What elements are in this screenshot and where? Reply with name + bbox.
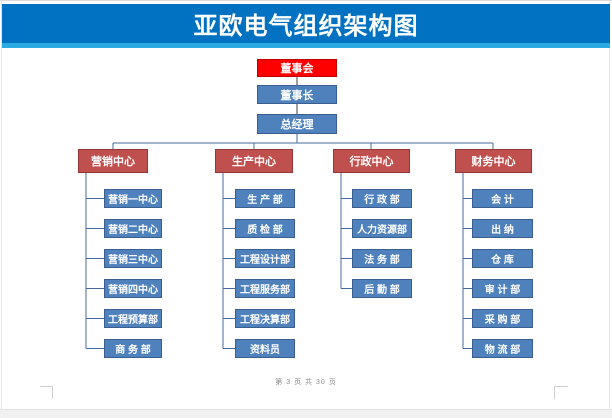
page-title: 亚欧电气组织架构图: [193, 13, 419, 40]
title-bar: 亚欧电气组织架构图: [2, 4, 610, 43]
title-bar-accent-stripe: [2, 43, 610, 48]
org-node-quality-inspection-dept: 质 检 部: [235, 219, 295, 238]
org-node-marketing-center: 营销中心: [78, 149, 148, 173]
org-node-marketing-sub-center-4: 营销四中心: [104, 279, 162, 298]
org-node-audit-dept: 审 计 部: [472, 279, 533, 298]
org-node-board-of-directors: 董事会: [257, 59, 337, 77]
org-node-production-center: 生产中心: [215, 149, 293, 173]
page-bottom-margin-strip: [0, 409, 612, 418]
org-node-accounting: 会 计: [472, 189, 533, 208]
org-node-procurement-dept: 采 购 部: [472, 309, 533, 328]
page-number-footer: 第 3 页 共 30 页: [275, 379, 337, 386]
org-node-admin-center: 行政中心: [333, 149, 410, 173]
org-node-legal-dept: 法 务 部: [352, 249, 412, 268]
org-node-engineering-design-dept: 工程设计部: [235, 249, 295, 268]
org-node-chairman: 董事长: [257, 85, 337, 104]
page-edge-left: [1, 1, 2, 409]
text-boundary-cropmark-right: [554, 386, 568, 399]
org-node-documentation-clerk: 资料员: [235, 339, 295, 358]
org-node-logistics-dept: 物 流 部: [472, 339, 533, 358]
org-node-marketing-sub-center-2: 营销二中心: [104, 219, 162, 238]
org-node-engineering-budget-dept: 工程预算部: [104, 309, 162, 328]
org-node-production-dept: 生 产 部: [235, 189, 295, 208]
org-node-marketing-sub-center-1: 营销一中心: [104, 189, 162, 208]
org-node-logistics-support-dept: 后 勤 部: [352, 279, 412, 298]
org-node-hr-dept: 人力资源部: [352, 219, 412, 238]
org-node-administration-dept: 行 政 部: [352, 189, 412, 208]
org-node-engineering-settlement-dept: 工程决算部: [235, 309, 295, 328]
org-node-business-dept: 商 务 部: [104, 339, 162, 358]
org-node-warehouse: 仓 库: [472, 249, 533, 268]
org-node-general-manager: 总经理: [257, 114, 337, 134]
text-boundary-cropmark-left: [40, 386, 53, 399]
page-edge-right: [609, 1, 610, 409]
org-node-finance-center: 财务中心: [455, 149, 532, 173]
org-node-cashier: 出 纳: [472, 219, 533, 238]
org-node-marketing-sub-center-3: 营销三中心: [104, 249, 162, 268]
org-node-engineering-service-dept: 工程服务部: [235, 279, 295, 298]
